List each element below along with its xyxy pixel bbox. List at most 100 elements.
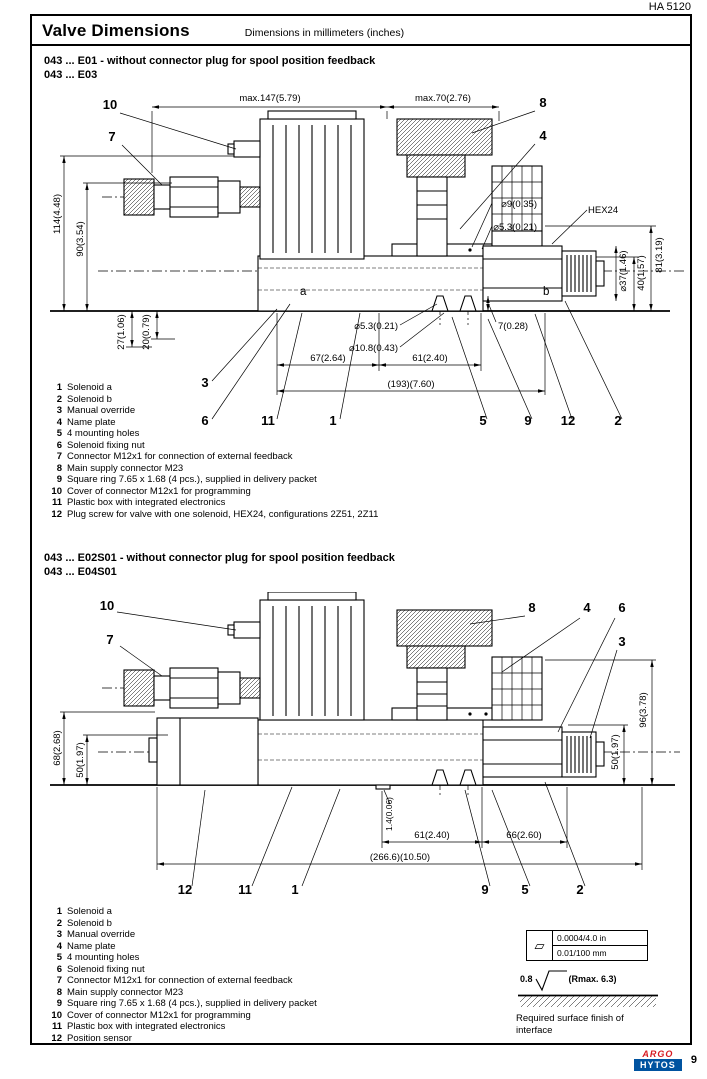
electronics-box: [227, 110, 365, 260]
roughness-value: 0.8: [520, 974, 533, 984]
hatch-pattern: [123, 178, 155, 216]
legend-item-number: 9: [56, 998, 62, 1009]
callout-2: 2: [614, 413, 621, 428]
dim-114: 114(4.48): [52, 194, 63, 234]
legend-item-number: 1: [56, 906, 62, 917]
callout-12: 12: [178, 882, 192, 897]
flatness-inch: 0.0004/4.0 in: [553, 931, 647, 946]
callout-7: 7: [106, 632, 113, 647]
legend-item-number: 6: [56, 963, 62, 975]
dim-50-right: 50(1.97): [610, 734, 621, 769]
legend-item-number: 4: [56, 416, 62, 428]
hatch-pattern: [123, 669, 155, 707]
callout-1: 1: [329, 413, 336, 428]
ground-surface-icon: [518, 994, 658, 1008]
page-title: Valve Dimensions: [42, 21, 190, 40]
hatch-pattern: [239, 186, 261, 208]
legend-item-text: Main supply connector M23: [67, 462, 184, 474]
legend-item-text: Connector M12x1 for connection of extern…: [67, 975, 293, 986]
m23-connector-stack: [396, 118, 493, 257]
legend-item-text: 4 mounting holes: [67, 952, 140, 963]
roughness-spec: 0.8 (Rmax. 6.3): [520, 970, 666, 992]
legend-item-number: 3: [56, 405, 62, 416]
dimension-line: [62, 156, 66, 311]
legend-item-text: Plastic box with integrated electronics: [67, 1021, 226, 1032]
dim-50-left: 50(1.97): [75, 742, 86, 777]
callout-11: 11: [238, 882, 252, 897]
extension-lines: [60, 659, 656, 870]
dim-266-6: (266.6)(10.50): [370, 852, 430, 863]
section2-heading-line2: 043 ... E04S01: [44, 566, 117, 578]
dimension-line: [155, 311, 159, 339]
flatness-tolerance-box: ▱ 0.0004/4.0 in 0.01/100 mm: [526, 930, 648, 961]
legend-item-text: Main supply connector M23: [67, 986, 184, 998]
legend-item-number: 3: [56, 929, 62, 940]
dim-68: 68(2.68): [52, 730, 63, 765]
dimension-line: [650, 660, 654, 785]
legend-item-number: 10: [51, 485, 62, 497]
legend-item: 3 Manual override: [46, 929, 426, 941]
leader-lines: [119, 110, 623, 420]
dim-hex24: HEX24: [588, 205, 618, 216]
section1-heading-line2: 043 ... E03: [44, 69, 98, 81]
dimension-line: [486, 296, 490, 311]
callout-9: 9: [524, 413, 531, 428]
dimension-line: [130, 311, 134, 347]
surface-roughness-icon: [535, 970, 567, 992]
dim-193: (193)(7.60): [388, 379, 435, 390]
legend-item-text: Plug screw for valve with one solenoid, …: [67, 508, 379, 520]
callout-11: 11: [261, 413, 275, 428]
legend-item-number: 8: [56, 462, 62, 474]
roughness-rmax: (Rmax. 6.3): [568, 974, 617, 984]
callout-10: 10: [103, 97, 117, 112]
hatch-pattern: [519, 995, 657, 1008]
valve-dimension-drawing-2: 10 7 8 4 6 3 68(2.68) 50(1.97) 96(3.78) …: [50, 592, 680, 897]
valve-dimension-drawing-1: max.147(5.79) max.70(2.76) 10 7 8 4 ⌀9(0…: [50, 93, 685, 428]
dimension-line: [614, 246, 618, 301]
dim-1-4: 1.4(0.06): [384, 797, 394, 831]
callout-2: 2: [576, 882, 583, 897]
title-bar: Valve Dimensions Dimensions in millimete…: [32, 16, 690, 46]
logo-text-hytos: HYTOS: [633, 1059, 682, 1071]
dimension-line: [85, 183, 89, 311]
callout-8: 8: [539, 95, 546, 110]
dimension-line: [649, 226, 653, 311]
dim-61: 61(2.40): [414, 830, 449, 841]
legend-item-text: Position sensor: [67, 1032, 132, 1044]
dim-d53-top: ⌀5.3(0.21): [493, 222, 537, 233]
legend-item-text: Manual override: [67, 405, 136, 416]
flatness-mm: 0.01/100 mm: [557, 948, 607, 958]
solenoid-a-assembly: [123, 176, 261, 218]
content: 043 ... E01 - without connector plug for…: [32, 46, 690, 1044]
position-sensor-housing: [148, 717, 259, 786]
flatness-symbol: ▱: [527, 931, 553, 960]
callout-5: 5: [521, 882, 528, 897]
m23-connector-stack: [396, 609, 493, 721]
callout-12: 12: [561, 413, 575, 428]
callout-4: 4: [583, 600, 591, 615]
dimension-line: [387, 105, 499, 109]
dim-d108: ⌀10.8(0.43): [349, 343, 398, 354]
legend-item-text: Square ring 7.65 x 1.68 (4 pcs.), suppli…: [67, 474, 317, 485]
legend-item-number: 2: [56, 917, 62, 929]
dim-d37: ⌀37(1.46): [618, 250, 629, 291]
dim-max70: max.70(2.76): [415, 93, 471, 104]
leader-lines: [116, 611, 618, 887]
callout-3: 3: [618, 634, 625, 649]
legend-item-number: 8: [56, 986, 62, 998]
dim-66: 66(2.60): [506, 830, 541, 841]
legend-item-number: 2: [56, 393, 62, 405]
legend-item-text: Manual override: [67, 929, 136, 940]
